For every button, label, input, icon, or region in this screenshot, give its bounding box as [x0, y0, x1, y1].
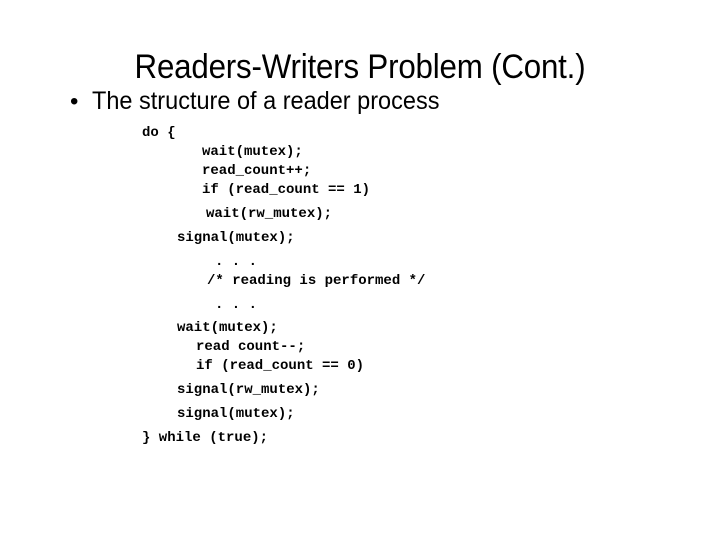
code-line: . . .: [215, 254, 258, 270]
page-title: Readers-Writers Problem (Cont.): [134, 47, 586, 86]
code-line: if (read_count == 0): [196, 358, 365, 374]
code-line: . . .: [215, 297, 258, 313]
code-line: } while (true);: [142, 430, 269, 446]
bullet-item-label: The structure of a reader process: [92, 87, 440, 115]
code-line: wait(mutex);: [202, 144, 303, 160]
code-line: wait(rw_mutex);: [206, 206, 333, 222]
code-line: /* reading is performed */: [207, 273, 426, 289]
code-line: signal(mutex);: [177, 406, 295, 422]
code-line: signal(mutex);: [177, 230, 295, 246]
bullet-marker-icon: •: [70, 88, 79, 115]
code-line: read_count++;: [202, 163, 312, 179]
code-line: if (read_count == 1): [202, 182, 371, 198]
code-line: signal(rw_mutex);: [177, 382, 320, 398]
code-line: do {: [142, 125, 176, 141]
code-line: wait(mutex);: [177, 320, 278, 336]
code-line: read count--;: [196, 339, 306, 355]
bullet-list-item: • The structure of a reader process: [70, 86, 462, 117]
